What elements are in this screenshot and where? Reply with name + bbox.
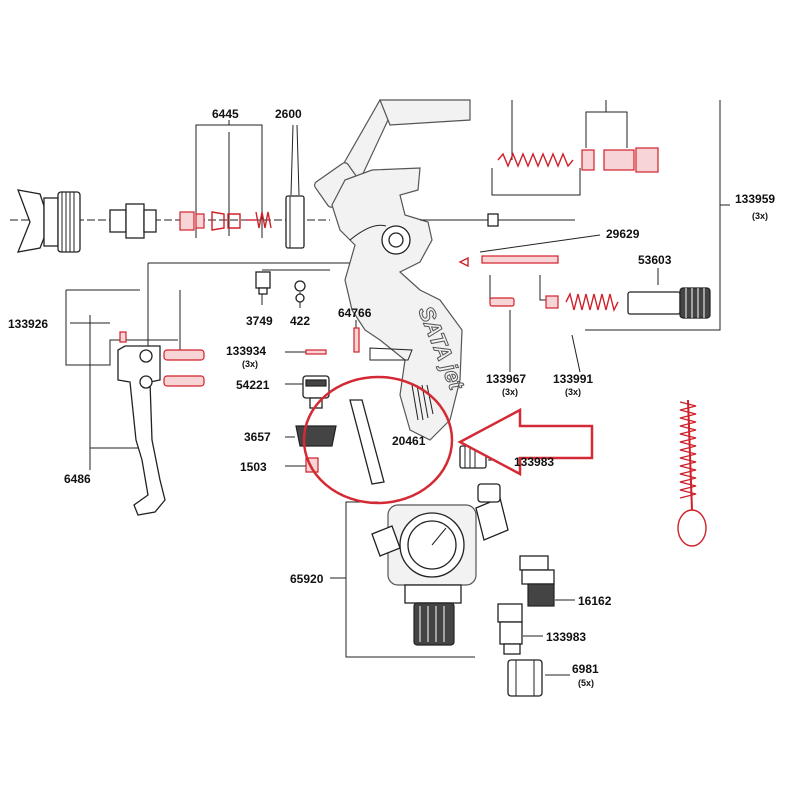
cleaning-brush bbox=[677, 399, 707, 547]
label-16162: 16162 bbox=[578, 594, 612, 608]
ball-422 bbox=[294, 280, 306, 303]
knob-3657 bbox=[295, 425, 337, 447]
label-133926: 133926 bbox=[8, 317, 48, 331]
spreader-ring bbox=[285, 195, 305, 249]
trigger-pins-red bbox=[119, 331, 205, 387]
air-valve-red bbox=[489, 291, 619, 313]
label-133983-b: 133983 bbox=[546, 630, 586, 644]
highlight-arrow bbox=[457, 407, 594, 477]
nozzle-seals-red bbox=[179, 211, 272, 231]
gun-body: SATA jet bbox=[313, 99, 575, 469]
air-micrometer bbox=[627, 287, 711, 319]
pin-64766 bbox=[353, 327, 360, 353]
nut-6981 bbox=[507, 659, 543, 697]
qty-133967: (3x) bbox=[502, 387, 518, 397]
label-6445: 6445 bbox=[212, 107, 239, 121]
label-133983-a: 133983 bbox=[514, 455, 554, 469]
label-133967: 133967 bbox=[486, 372, 526, 386]
trigger bbox=[117, 345, 166, 516]
label-64766: 64766 bbox=[338, 306, 372, 320]
label-53603: 53603 bbox=[638, 253, 672, 267]
label-133991: 133991 bbox=[553, 372, 593, 386]
label-20461: 20461 bbox=[392, 434, 426, 448]
air-regulator-65920 bbox=[371, 483, 509, 646]
label-133934: 133934 bbox=[226, 344, 266, 358]
fluid-screw-3749 bbox=[255, 271, 271, 295]
label-6981: 6981 bbox=[572, 662, 599, 676]
label-29629: 29629 bbox=[606, 227, 640, 241]
label-133959: 133959 bbox=[735, 192, 775, 206]
part-labels: 6445 2600 133959 (3x) 29629 53603 133926… bbox=[8, 107, 775, 688]
label-6486: 6486 bbox=[64, 472, 91, 486]
nipple-16162 bbox=[519, 555, 555, 607]
qty-133934: (3x) bbox=[242, 359, 258, 369]
label-2600: 2600 bbox=[275, 107, 302, 121]
paint-nozzle bbox=[109, 203, 157, 239]
qty-133991: (3x) bbox=[565, 387, 581, 397]
needle-spring-red bbox=[497, 147, 659, 173]
air-piston-rod-red bbox=[458, 255, 559, 268]
label-1503: 1503 bbox=[240, 460, 267, 474]
highlight-circle bbox=[302, 375, 454, 505]
air-cap bbox=[16, 189, 81, 253]
qty-133959: (3x) bbox=[752, 211, 768, 221]
label-65920: 65920 bbox=[290, 572, 324, 586]
nipple-133983 bbox=[497, 603, 523, 655]
label-422: 422 bbox=[290, 314, 310, 328]
hose-20461 bbox=[349, 399, 385, 485]
air-valve-54221 bbox=[302, 375, 330, 409]
label-54221: 54221 bbox=[236, 378, 270, 392]
qty-6981: (5x) bbox=[578, 678, 594, 688]
pin-133934 bbox=[305, 349, 327, 355]
label-3749: 3749 bbox=[246, 314, 273, 328]
label-3657: 3657 bbox=[244, 430, 271, 444]
